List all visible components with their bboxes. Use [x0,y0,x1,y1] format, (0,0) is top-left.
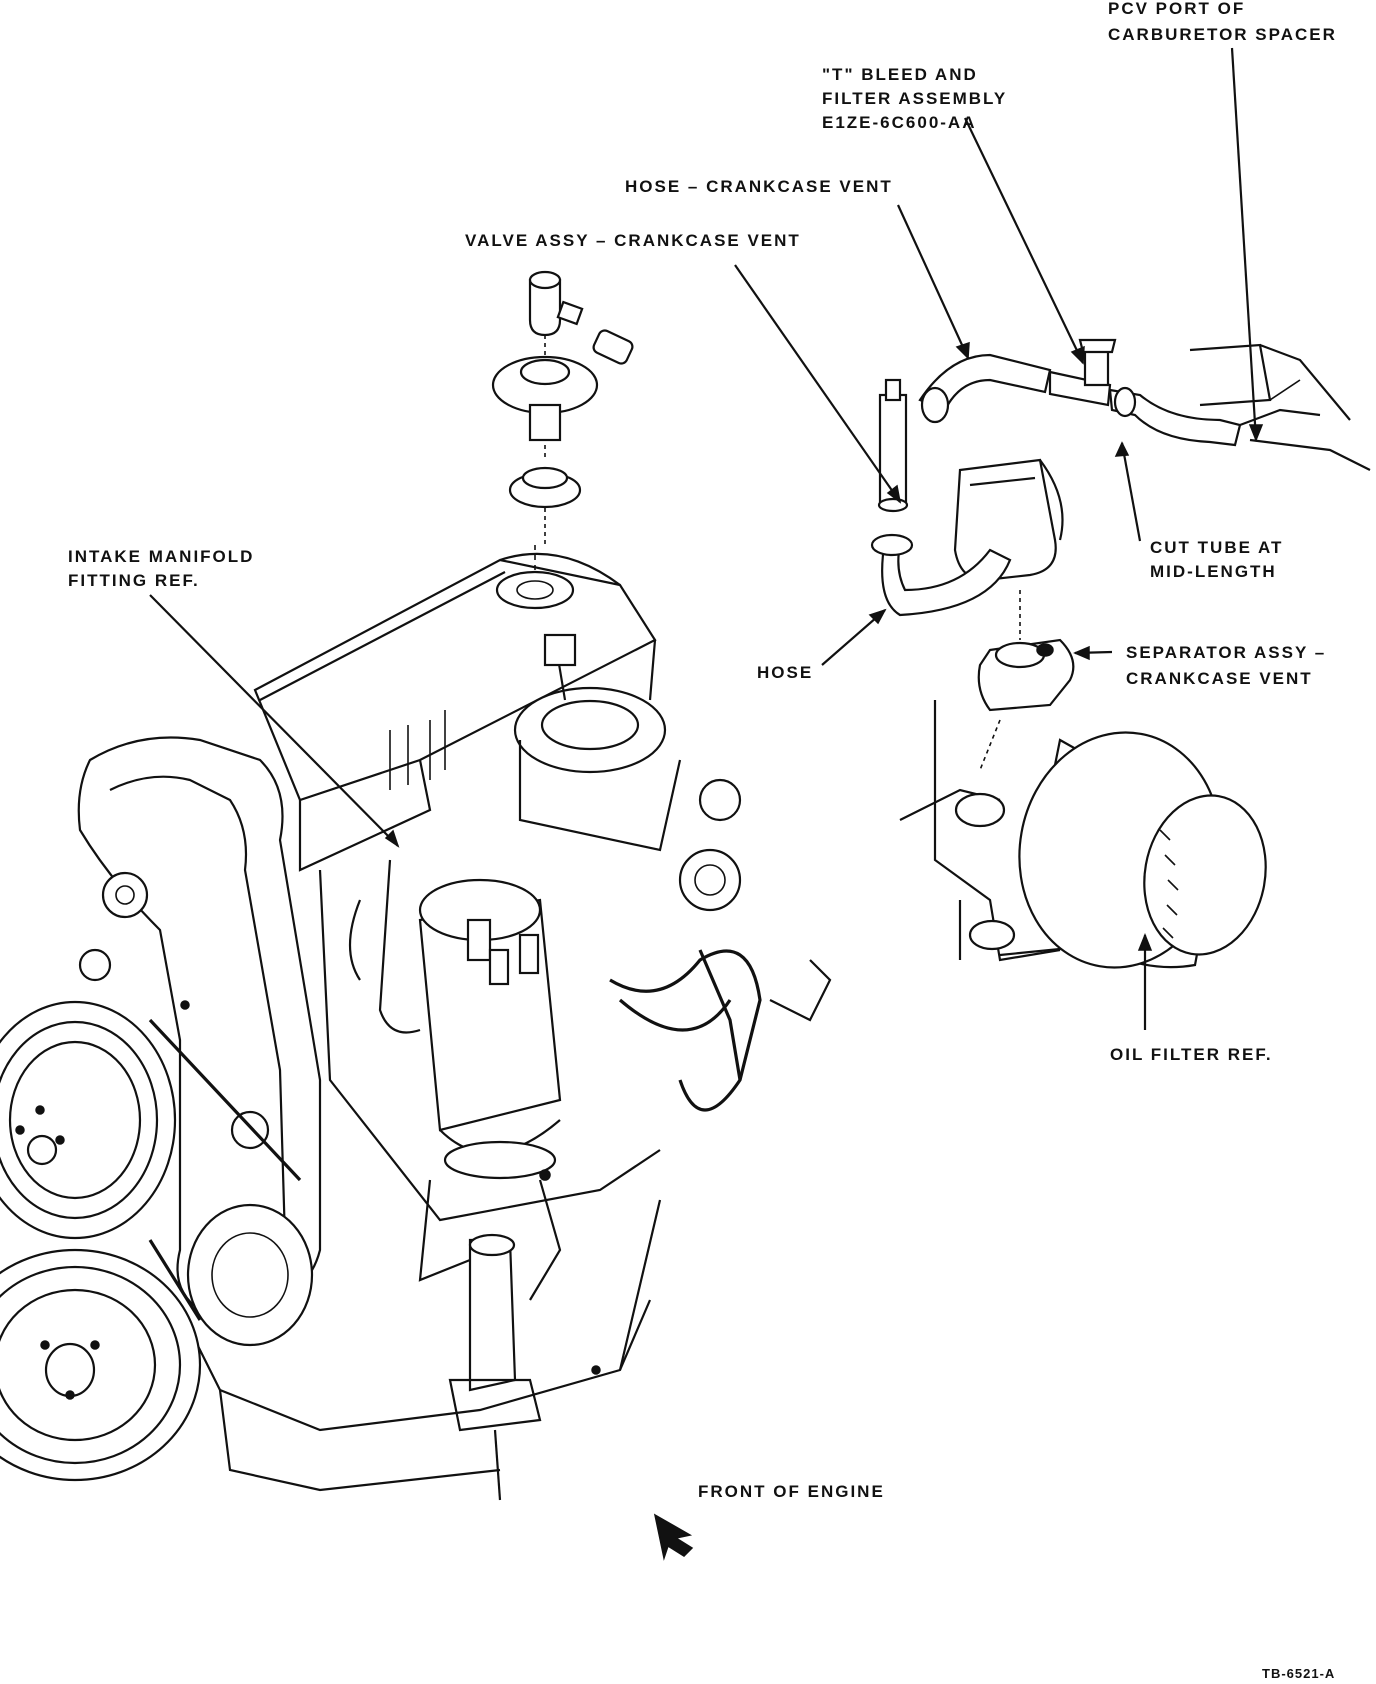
lower-pulley [0,1248,202,1482]
distributor [418,878,562,1180]
label-hose: HOSE [757,663,813,682]
callout-labels: PCV PORT OF CARBURETOR SPACER "T" BLEED … [68,0,1337,1681]
label-t-bleed-line3: E1ZE-6C600-AA [822,113,977,132]
label-oil-filter: OIL FILTER REF. [1110,1045,1273,1064]
pcv-hose-assembly [870,338,1371,617]
label-t-bleed-line1: "T" BLEED AND [822,65,978,84]
label-pcv-port-line2: CARBURETOR SPACER [1108,25,1337,44]
label-valve-assy: VALVE ASSY – CRANKCASE VENT [465,231,801,250]
label-front-of-engine: FRONT OF ENGINE [698,1482,885,1501]
oil-filter-separator [899,590,1267,969]
crankshaft-pulley [0,1000,177,1240]
label-intake-manifold-line1: INTAKE MANIFOLD [68,547,254,566]
label-separator-line2: CRANKCASE VENT [1126,669,1313,688]
leader-lines [149,47,1258,1030]
front-direction-arrow-icon [653,1513,694,1561]
label-cut-tube-line2: MID-LENGTH [1150,562,1277,581]
label-cut-tube-line1: CUT TUBE AT [1150,538,1283,557]
label-hose-crankcase-vent: HOSE – CRANKCASE VENT [625,177,893,196]
label-t-bleed-line2: FILTER ASSEMBLY [822,89,1007,108]
engine-illustration [0,545,832,1501]
leader-arrowheads [384,341,1264,951]
carburetor [513,633,742,912]
figure-number: TB-6521-A [1262,1666,1335,1681]
label-intake-manifold-line2: FITTING REF. [68,571,200,590]
label-separator-line1: SEPARATOR ASSY – [1126,643,1326,662]
label-pcv-port-line1: PCV PORT OF [1108,0,1245,18]
pcv-valve-exploded [491,270,634,548]
